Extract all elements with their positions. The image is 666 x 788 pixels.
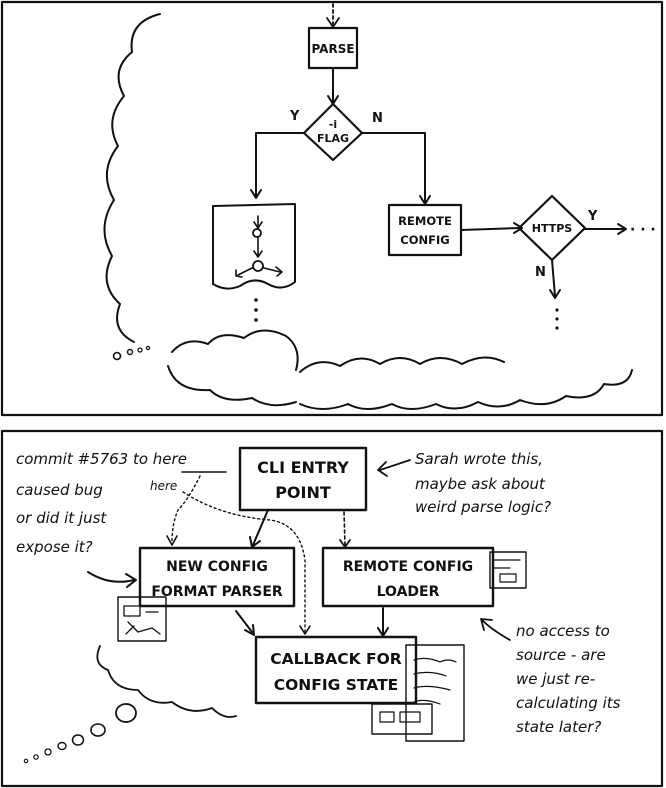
cli-entry-box: CLI ENTRY POINT — [238, 446, 368, 512]
thought-cloud — [103, 13, 633, 410]
flag-no-label: N — [372, 111, 383, 126]
sarah-note-line-3: weird parse logic? — [415, 498, 551, 516]
access-note-line-3: we just re- — [516, 670, 595, 688]
remote-loader-label-1: REMOTE CONFIG — [343, 559, 473, 575]
remote-label-2: CONFIG — [400, 233, 449, 247]
bottom-thought-cloud — [96, 645, 237, 718]
yes-branch-line — [255, 132, 305, 197]
loader-mini-doc — [489, 551, 527, 589]
cli-to-loader-arrow — [343, 511, 346, 546]
bottom-thought-bubbles — [23, 703, 137, 764]
access-arrow — [480, 618, 511, 641]
sarah-arrow — [377, 459, 411, 477]
thought-bubbles — [112, 345, 151, 361]
top-panel: PARSE -i FLAG Y N — [0, 0, 664, 417]
cli-label-1: CLI ENTRY — [257, 458, 349, 477]
bottom-panel-border — [0, 429, 664, 788]
remote-loader-label-2: LOADER — [377, 584, 440, 600]
flag-label-1: -i — [329, 118, 337, 131]
parse-label: PARSE — [311, 42, 354, 56]
sarah-note-line-1: Sarah wrote this, — [415, 450, 543, 468]
sarah-note-line-2: maybe ask about — [415, 475, 546, 493]
parser-mini-diagram — [117, 596, 167, 642]
access-note: no access to source - are we just re- ca… — [516, 622, 621, 736]
access-note-line-5: state later? — [516, 718, 601, 736]
left-continuation-dots — [254, 298, 258, 322]
commit-note-line-4: expose it? — [16, 538, 93, 556]
thought-cloud-lower — [171, 329, 505, 373]
commit-note: commit #5763 to here caused bug or did i… — [16, 450, 187, 556]
cli-to-parser-arrow — [252, 509, 269, 546]
access-note-line-4: calculating its — [516, 694, 621, 712]
remote-config-step: REMOTE CONFIG — [387, 203, 463, 257]
https-yes-ellipsis: · · · — [630, 222, 656, 238]
sarah-note: Sarah wrote this, maybe ask about weird … — [415, 450, 551, 516]
flag-yes-label: Y — [289, 109, 300, 124]
bottom-panel: CLI ENTRY POINT NEW CONFIG FORMAT PARSER… — [0, 429, 664, 788]
parse-step: PARSE — [307, 26, 359, 70]
https-no-label: N — [535, 265, 546, 280]
remote-label-1: REMOTE — [398, 214, 452, 228]
here-note: here — [150, 479, 177, 493]
new-config-parser-box: NEW CONFIG FORMAT PARSER — [138, 546, 296, 608]
https-no-dots — [555, 308, 559, 330]
new-config-label-2: FORMAT PARSER — [151, 584, 283, 600]
remote-config-loader-box: REMOTE CONFIG LOADER — [321, 546, 495, 608]
callback-label-2: CONFIG STATE — [274, 676, 398, 694]
flag-label-2: FLAG — [317, 132, 349, 145]
https-no-arrow — [551, 259, 556, 297]
remote-to-https-arrow — [460, 227, 521, 231]
top-panel-border — [0, 0, 664, 417]
cli-label-2: POINT — [275, 483, 331, 502]
https-decision: HTTPS — [517, 194, 587, 262]
commit-note-line-3: or did it just — [16, 509, 107, 527]
new-config-label-1: NEW CONFIG — [166, 559, 268, 575]
access-note-line-1: no access to — [516, 622, 610, 640]
no-branch-line — [361, 132, 426, 203]
parser-to-callback-arrow — [235, 610, 253, 633]
access-note-line-2: source - are — [516, 646, 606, 664]
flag-decision: -i FLAG — [302, 102, 364, 162]
https-label: HTTPS — [532, 222, 573, 235]
commit-pointer-arrow — [171, 475, 201, 543]
commit-note-line-2: caused bug — [16, 481, 103, 499]
https-yes-label: Y — [587, 209, 598, 224]
parser-pointer-arrow — [87, 571, 137, 588]
torn-document — [212, 203, 296, 290]
here-pointer-arrow — [182, 491, 306, 633]
callback-label-1: CALLBACK FOR — [270, 650, 401, 668]
commit-note-line-1: commit #5763 to here — [16, 450, 187, 468]
callback-box: CALLBACK FOR CONFIG STATE — [254, 635, 418, 705]
callback-notes-page — [371, 644, 465, 742]
